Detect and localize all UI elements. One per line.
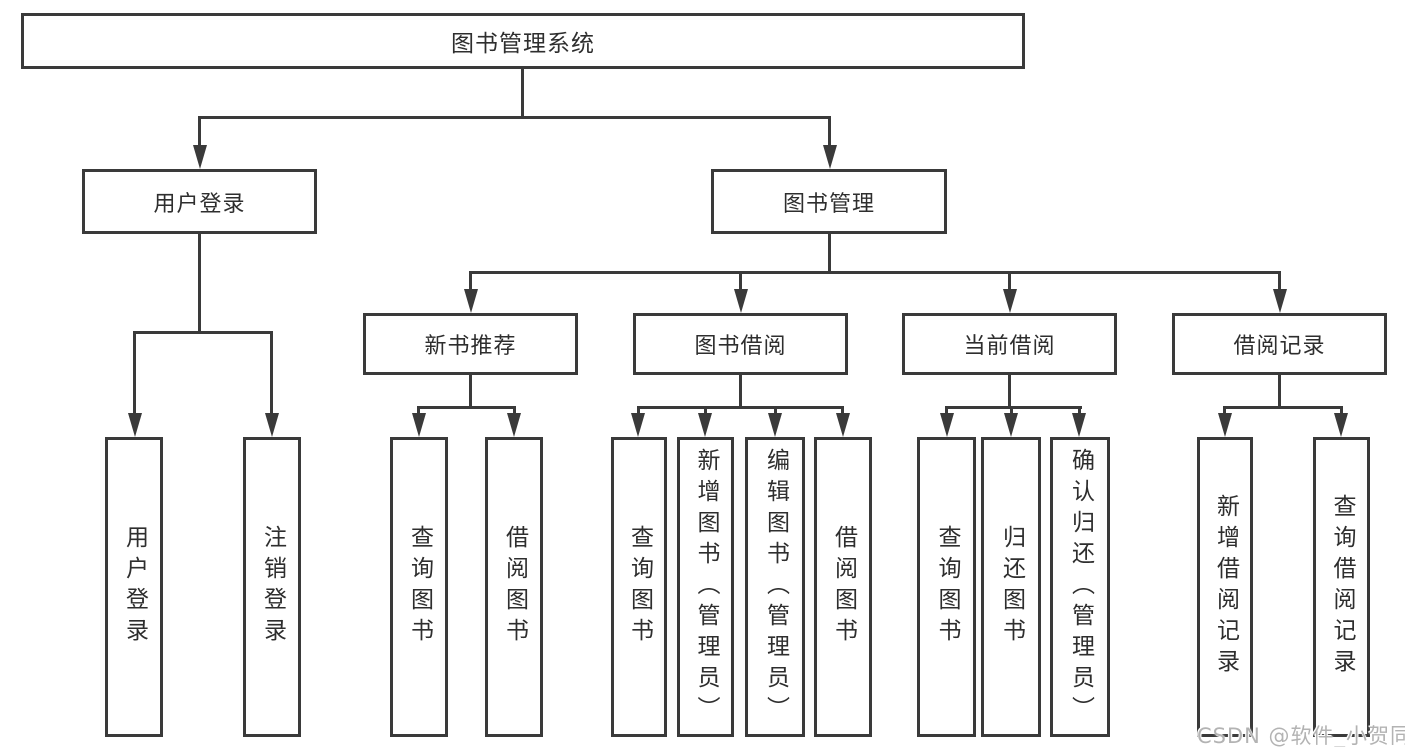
- arrow-down-icon: [265, 413, 279, 437]
- arrow-down-icon: [631, 413, 645, 437]
- connector-line: [270, 331, 273, 415]
- leaf-borrow-books: 借阅图书: [814, 437, 872, 737]
- connector-line: [945, 406, 948, 416]
- leaf-query-books-recommend: 查询图书: [390, 437, 448, 737]
- leaf-query-books-borrowing: 查询图书: [611, 437, 667, 737]
- arrow-down-icon: [412, 413, 426, 437]
- node-label: 图书管理系统: [451, 31, 595, 57]
- node-label: 归还图书: [998, 525, 1025, 649]
- arrow-down-icon: [823, 145, 837, 169]
- node-label: 新增图书（管理员）: [693, 447, 719, 727]
- connector-line: [1010, 406, 1013, 416]
- connector-line: [739, 271, 742, 291]
- connector-line: [198, 233, 201, 334]
- connector-line: [469, 271, 472, 291]
- node-borrow-records: 借阅记录: [1172, 313, 1387, 375]
- csdn-watermark: CSDN @软件_小贺同学: [1197, 724, 1405, 747]
- node-label: 借阅图书: [830, 525, 857, 649]
- leaf-edit-books-admin: 编辑图书（管理员）: [745, 437, 805, 737]
- connector-line: [828, 233, 831, 274]
- arrow-down-icon: [698, 413, 712, 437]
- connector-line: [1278, 374, 1281, 409]
- connector-line: [198, 116, 201, 148]
- node-book-borrowing: 图书借阅: [633, 313, 848, 375]
- connector-line: [1223, 406, 1343, 409]
- connector-line: [133, 331, 273, 334]
- connector-line: [1340, 406, 1343, 416]
- leaf-query-books-current: 查询图书: [917, 437, 976, 737]
- node-label: 查询图书: [626, 525, 653, 649]
- node-root-library-system: 图书管理系统: [21, 13, 1025, 69]
- arrow-down-icon: [464, 289, 478, 313]
- connector-line: [1078, 406, 1081, 416]
- leaf-return-books: 归还图书: [981, 437, 1041, 737]
- node-label: 用户登录: [153, 191, 246, 217]
- connector-line: [637, 406, 640, 416]
- connector-line: [417, 406, 516, 409]
- connector-line: [521, 68, 524, 119]
- connector-line: [1008, 271, 1011, 291]
- node-label: 借阅图书: [501, 525, 528, 649]
- connector-line: [469, 271, 1281, 274]
- node-label: 图书管理: [782, 191, 875, 217]
- node-new-book-recommend: 新书推荐: [363, 313, 578, 375]
- arrow-down-icon: [940, 413, 954, 437]
- node-label: 新书推荐: [424, 334, 517, 359]
- node-current-borrowing: 当前借阅: [902, 313, 1117, 375]
- leaf-query-borrow-record: 查询借阅记录: [1313, 437, 1370, 737]
- arrow-down-icon: [1072, 413, 1086, 437]
- connector-line: [704, 406, 707, 416]
- node-label: 当前借阅: [963, 334, 1056, 359]
- node-user-login: 用户登录: [82, 169, 317, 234]
- leaf-add-borrow-record: 新增借阅记录: [1197, 437, 1253, 737]
- node-label: 编辑图书（管理员）: [762, 447, 789, 727]
- connector-line: [469, 374, 472, 409]
- leaf-borrow-books-recommend: 借阅图书: [485, 437, 543, 737]
- node-label: 用户登录: [121, 525, 148, 649]
- connector-line: [841, 406, 844, 416]
- connector-line: [739, 374, 742, 409]
- connector-line: [417, 406, 420, 416]
- connector-line: [774, 406, 777, 416]
- node-label: 图书借阅: [694, 334, 787, 359]
- arrow-down-icon: [734, 289, 748, 313]
- arrow-down-icon: [768, 413, 782, 437]
- connector-line: [828, 116, 831, 148]
- connector-line: [1008, 374, 1011, 409]
- arrow-down-icon: [1004, 413, 1018, 437]
- leaf-user-login: 用户登录: [105, 437, 163, 737]
- arrow-down-icon: [1218, 413, 1232, 437]
- arrow-down-icon: [193, 145, 207, 169]
- arrow-down-icon: [836, 413, 850, 437]
- connector-line: [945, 406, 1082, 409]
- leaf-add-books-admin: 新增图书（管理员）: [677, 437, 734, 737]
- connector-line: [133, 331, 136, 415]
- node-label: 查询借阅记录: [1329, 494, 1355, 680]
- arrow-down-icon: [1273, 289, 1287, 313]
- node-label: 注销登录: [259, 525, 286, 649]
- connector-line: [198, 116, 831, 119]
- leaf-confirm-return-admin: 确认归还（管理员）: [1050, 437, 1110, 737]
- connector-line: [637, 406, 844, 409]
- arrow-down-icon: [1334, 413, 1348, 437]
- leaf-logout: 注销登录: [243, 437, 301, 737]
- node-label: 借阅记录: [1233, 334, 1326, 359]
- node-label: 查询图书: [934, 525, 960, 649]
- arrow-down-icon: [1003, 289, 1017, 313]
- arrow-down-icon: [128, 413, 142, 437]
- connector-line: [1223, 406, 1226, 416]
- node-label: 查询图书: [406, 525, 433, 649]
- node-book-management: 图书管理: [711, 169, 947, 234]
- connector-line: [1278, 271, 1281, 291]
- connector-line: [513, 406, 516, 416]
- node-label: 新增借阅记录: [1212, 494, 1239, 680]
- arrow-down-icon: [507, 413, 521, 437]
- node-label: 确认归还（管理员）: [1067, 447, 1094, 727]
